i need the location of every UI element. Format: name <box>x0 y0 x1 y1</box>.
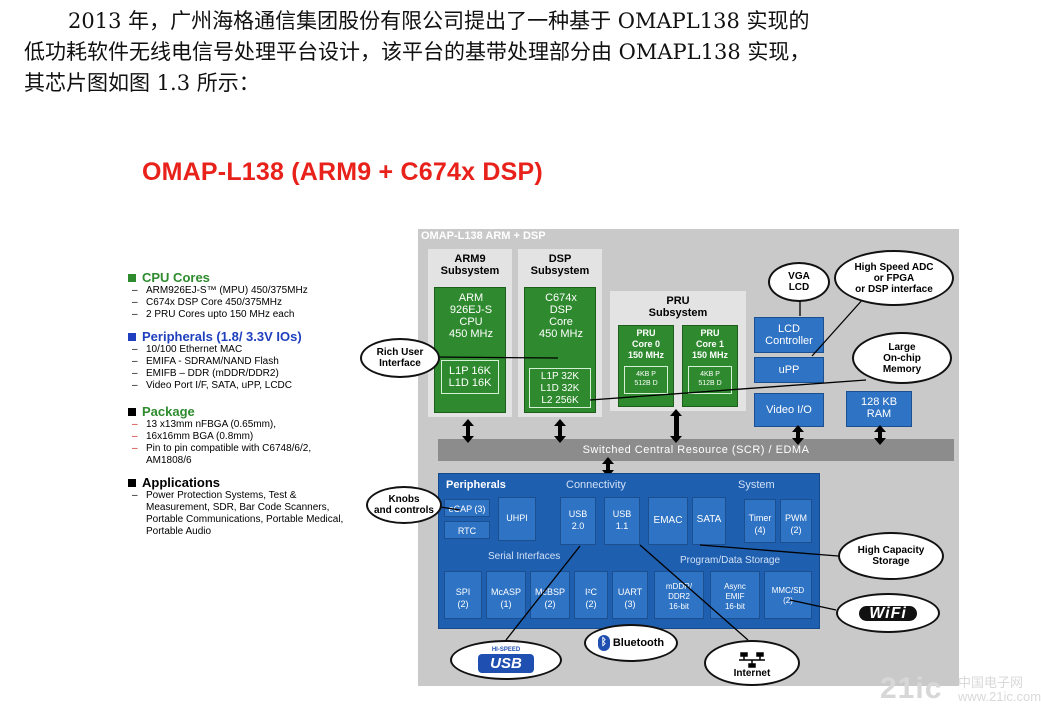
video-scr-arrow <box>792 425 804 445</box>
dsp-core-block: C674x DSP Core 450 MHz L1P 32K L1D 32K L… <box>524 287 596 413</box>
knobs-callout: Knobs and controls <box>366 486 442 524</box>
program-storage-label: Program/Data Storage <box>680 555 781 566</box>
mmc-sd-block: MMC/SD (2) <box>764 571 812 619</box>
pru-memory-1: 4KB P 512B D <box>688 366 732 394</box>
intro-paragraph: 2013 年，广州海格通信集团股份有限公司提出了一种基于 OMAPL138 实现… <box>24 6 1024 99</box>
uhpi-block: UHPI <box>498 497 536 541</box>
mddr-block: mDDR/ DDR2 16-bit <box>654 571 704 619</box>
pru-subsystem: PRU Subsystem PRU Core 0 150 MHz 4KB P 5… <box>610 291 746 411</box>
rtc-block: RTC <box>444 521 490 539</box>
pru-subsystem-label: PRU Subsystem <box>648 295 708 319</box>
dsp-scr-arrow <box>554 419 566 443</box>
applications-title: Applications <box>142 475 221 490</box>
pru-memory-0: 4KB P 512B D <box>624 366 668 394</box>
ram-scr-arrow <box>874 425 886 445</box>
system-label: System <box>738 479 775 491</box>
peripheral-item: EMIFA - SDRAM/NAND Flash <box>128 356 418 368</box>
internet-callout: Internet <box>704 640 800 686</box>
dsp-subsystem-label: DSP Subsystem <box>530 253 590 277</box>
cpu-item: C674x DSP Core 450/375MHz <box>128 297 418 309</box>
arm-cache-label: L1P 16K L1D 16K <box>448 365 492 389</box>
package-item-cont: 16x16mm BGA (0.8mm) <box>128 431 418 443</box>
applications-line: Power Protection Systems, Test & <box>128 490 418 502</box>
ecap-block: eCAP (3) <box>444 499 490 517</box>
dsp-cache-label: L1P 32K L1D 32K L2 256K <box>540 371 580 406</box>
bluetooth-logo: ᛒ Bluetooth <box>584 624 678 662</box>
arm-subsystem: ARM9 Subsystem ARM 926EJ-S CPU 450 MHz L… <box>428 249 512 417</box>
network-icon <box>739 652 765 668</box>
pru-core-0: PRU Core 0 150 MHz 4KB P 512B D <box>618 325 674 407</box>
cpu-section: CPU Cores ARM926EJ-S™ (MPU) 450/375MHz C… <box>128 270 418 321</box>
rich-ui-callout: Rich User Interface <box>360 338 440 378</box>
spi-block: SPI (2) <box>444 571 482 619</box>
peripheral-item: EMIFB – DDR (mDDR/DDR2) <box>128 368 418 380</box>
watermark-logo: 21ic <box>880 672 943 705</box>
cpu-item: ARM926EJ-S™ (MPU) 450/375MHz <box>128 285 418 297</box>
paragraph-line-2: 低功耗软件无线电信号处理平台设计，该平台的基带处理部分由 OMAPL138 实现… <box>24 40 811 64</box>
watermark-text: 中国电子网 www.21ic.com <box>958 675 1041 704</box>
applications-line: Portable Audio <box>146 526 212 537</box>
timer-block: Timer (4) <box>744 499 776 543</box>
applications-line: Measurement, SDR, Bar Code Scanners, <box>146 502 330 513</box>
paragraph-line-1: 2013 年，广州海格通信集团股份有限公司提出了一种基于 OMAPL138 实现… <box>68 9 810 33</box>
diagram-header: OMAP-L138 ARM + DSP <box>421 230 546 242</box>
i2c-block: I²C (2) <box>574 571 608 619</box>
lcd-controller: LCD Controller <box>754 317 824 353</box>
peripherals-label: Peripherals <box>446 479 506 491</box>
arm-cpu-label: ARM 926EJ-S CPU 450 MHz <box>448 292 494 340</box>
blue-square-icon <box>128 332 136 341</box>
package-item: 13 x13mm nFBGA (0.65mm), <box>128 419 418 431</box>
dsp-subsystem: DSP Subsystem C674x DSP Core 450 MHz L1P… <box>518 249 602 417</box>
usb20-block: USB 2.0 <box>560 497 596 545</box>
dsp-core-label: C674x DSP Core 450 MHz <box>538 292 584 340</box>
async-emif-block: Async EMIF 16-bit <box>710 571 760 619</box>
package-item-cont: AM1808/6 <box>146 455 192 466</box>
mcasp-block: McASP (1) <box>486 571 526 619</box>
package-section: Package 13 x13mm nFBGA (0.65mm), 16x16mm… <box>128 404 418 467</box>
ram-block: 128 KB RAM <box>846 391 912 427</box>
adc-fpga-callout: High Speed ADC or FPGA or DSP interface <box>834 250 954 306</box>
large-memory-callout: Large On-chip Memory <box>852 332 952 384</box>
black-square-icon <box>128 407 136 416</box>
green-square-icon <box>128 273 136 282</box>
applications-line: Portable Communications, Portable Medica… <box>146 514 344 525</box>
bluetooth-icon: ᛒ <box>597 635 610 651</box>
usb-logo: HI-SPEED USB <box>450 640 562 680</box>
peripheral-item: Video Port I/F, SATA, uPP, LCDC <box>128 380 418 392</box>
wifi-logo: WiFi <box>836 593 940 633</box>
arm-subsystem-label: ARM9 Subsystem <box>440 253 500 277</box>
sata-block: SATA <box>692 497 726 545</box>
arm-cpu-block: ARM 926EJ-S CPU 450 MHz L1P 16K L1D 16K <box>434 287 506 413</box>
feature-list: CPU Cores ARM926EJ-S™ (MPU) 450/375MHz C… <box>128 270 418 538</box>
cpu-title: CPU Cores <box>142 270 210 285</box>
peripheral-item: 10/100 Ethernet MAC <box>128 344 418 356</box>
emac-block: EMAC <box>648 497 688 545</box>
connectivity-label: Connectivity <box>566 479 626 491</box>
arm-scr-arrow <box>462 419 474 443</box>
pwm-block: PWM (2) <box>780 499 812 543</box>
usb11-block: USB 1.1 <box>604 497 640 545</box>
peripherals-section: Peripherals (1.8/ 3.3V IOs) 10/100 Ether… <box>128 329 418 392</box>
applications-section: Applications Power Protection Systems, T… <box>128 475 418 538</box>
video-io-block: Video I/O <box>754 393 824 427</box>
cpu-item: 2 PRU Cores upto 150 MHz each <box>128 309 418 321</box>
scr-periph-arrow <box>602 457 614 477</box>
figure-title: OMAP-L138 (ARM9 + C674x DSP) <box>142 158 543 186</box>
peripherals-title: Peripherals (1.8/ 3.3V IOs) <box>142 329 302 344</box>
mcbsp-block: McBSP (2) <box>530 571 570 619</box>
paragraph-line-3: 其芯片图如图 1.3 所示： <box>24 71 260 95</box>
vga-lcd-callout: VGA LCD <box>768 262 830 302</box>
pru-scr-arrow <box>670 409 682 443</box>
package-item: Pin to pin compatible with C6748/6/2, <box>128 443 418 455</box>
serial-interfaces-label: Serial Interfaces <box>488 551 561 562</box>
black-square-icon <box>128 478 136 487</box>
upp-block: uPP <box>754 357 824 383</box>
package-title: Package <box>142 404 195 419</box>
high-capacity-storage-callout: High Capacity Storage <box>838 532 944 580</box>
uart-block: UART (3) <box>612 571 648 619</box>
scr-bus: Switched Central Resource (SCR) / EDMA <box>438 439 954 461</box>
pru-core-1: PRU Core 1 150 MHz 4KB P 512B D <box>682 325 738 407</box>
